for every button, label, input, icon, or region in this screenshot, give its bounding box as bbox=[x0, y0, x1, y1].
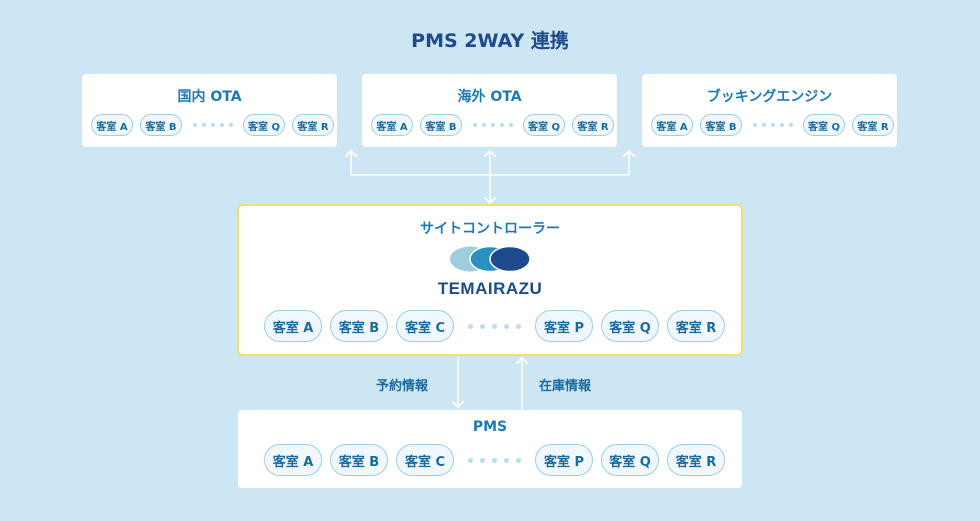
room-pill: 客室 C bbox=[396, 444, 454, 476]
site-controller-title: サイトコントローラー bbox=[420, 221, 560, 237]
room-pill: 客室 A bbox=[91, 114, 133, 136]
temairazu-logo-mark bbox=[450, 245, 531, 273]
room-pill: 客室 C bbox=[396, 310, 454, 342]
diagram-title: PMS 2WAY 連携 bbox=[411, 30, 569, 52]
room-pill: 客室 B bbox=[330, 310, 388, 342]
domestic-ota-box: 国内 OTA 客室 A 客室 B 客室 Q 客室 R bbox=[82, 74, 337, 147]
reservation-label: 予約情報 bbox=[376, 379, 429, 394]
room-row: 客室 A 客室 B 客室 Q 客室 R bbox=[91, 114, 341, 136]
room-pill: 客室 R bbox=[292, 114, 334, 136]
pms-box: PMS 客室 A 客室 B 客室 C 客室 P 客室 Q 客室 R bbox=[238, 410, 742, 488]
site-controller-box: サイトコントローラー TEMAIRAZU 客室 A 客室 B 客室 C 客室 P… bbox=[237, 204, 743, 356]
room-row: 客室 A 客室 B 客室 Q 客室 R bbox=[371, 114, 621, 136]
inventory-label: 在庫情報 bbox=[539, 379, 592, 394]
ellipsis-dots bbox=[462, 323, 527, 329]
pms-title: PMS bbox=[472, 419, 508, 435]
room-pill: 客室 P bbox=[535, 310, 593, 342]
room-pill: 客室 B bbox=[420, 114, 462, 136]
room-pill: 客室 B bbox=[700, 114, 742, 136]
room-pill: 客室 Q bbox=[243, 114, 285, 136]
room-row: 客室 A 客室 B 客室 C 客室 P 客室 Q 客室 R bbox=[264, 444, 733, 476]
ellipsis-dots bbox=[749, 123, 796, 127]
room-pill: 客室 R bbox=[667, 310, 725, 342]
domestic-ota-title: 国内 OTA bbox=[177, 89, 242, 105]
overseas-ota-title: 海外 OTA bbox=[457, 89, 522, 105]
room-pill: 客室 A bbox=[651, 114, 693, 136]
room-pill: 客室 Q bbox=[523, 114, 565, 136]
ellipsis-dots bbox=[469, 123, 516, 127]
room-pill: 客室 Q bbox=[601, 310, 659, 342]
room-pill: 客室 R bbox=[852, 114, 894, 136]
room-pill: 客室 R bbox=[667, 444, 725, 476]
booking-engine-title: ブッキングエンジン bbox=[706, 89, 833, 105]
room-pill: 客室 Q bbox=[803, 114, 845, 136]
room-pill: 客室 B bbox=[140, 114, 182, 136]
temairazu-logo-text: TEMAIRAZU bbox=[437, 279, 543, 298]
room-pill: 客室 Q bbox=[601, 444, 659, 476]
room-pill: 客室 A bbox=[264, 444, 322, 476]
room-row: 客室 A 客室 B 客室 Q 客室 R bbox=[651, 114, 901, 136]
booking-engine-box: ブッキングエンジン 客室 A 客室 B 客室 Q 客室 R bbox=[642, 74, 897, 147]
ellipsis-dots bbox=[462, 457, 527, 463]
overseas-ota-box: 海外 OTA 客室 A 客室 B 客室 Q 客室 R bbox=[362, 74, 617, 147]
room-row: 客室 A 客室 B 客室 C 客室 P 客室 Q 客室 R bbox=[264, 310, 733, 342]
room-pill: 客室 B bbox=[330, 444, 388, 476]
room-pill: 客室 A bbox=[264, 310, 322, 342]
room-pill: 客室 P bbox=[535, 444, 593, 476]
room-pill: 客室 R bbox=[572, 114, 614, 136]
ellipsis-dots bbox=[189, 123, 236, 127]
room-pill: 客室 A bbox=[371, 114, 413, 136]
